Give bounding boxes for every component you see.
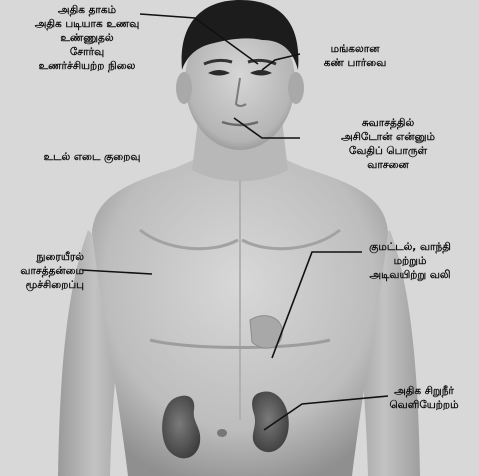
label-line: உடல் எடை குறைவு xyxy=(12,150,172,164)
label-line: சோர்வு xyxy=(6,45,168,59)
label-line: சுவாசத்தில் xyxy=(318,116,458,130)
label-line: வாசத்தன்மை xyxy=(0,264,84,278)
right-ear xyxy=(288,72,304,104)
left-ear xyxy=(176,72,192,104)
label-line: அதிக சிறுநீர் xyxy=(372,384,476,398)
label-line: மற்றும் xyxy=(346,254,474,268)
label-line: நுரையீரல் xyxy=(0,250,84,264)
label-nausea-vomiting-pain: குமட்டல், வாந்தி மற்றும் அடிவயிற்று வலி xyxy=(346,240,474,282)
label-line: வேதிப் பொருள் xyxy=(318,144,458,158)
label-line: மங்கலான xyxy=(300,42,410,56)
label-thirst-hunger-fatigue: அதிக தாகம் அதிக படியாக உணவு உண்ணுதல் சோர… xyxy=(6,3,168,73)
label-line: உண்ணுதல் xyxy=(6,31,168,45)
label-line: அதிக படியாக உணவு xyxy=(6,17,168,31)
label-line: உணர்ச்சியற்ற நிலை xyxy=(6,59,168,73)
label-line: அசிடோன் என்னும் xyxy=(318,130,458,144)
label-line: அடிவயிற்று வலி xyxy=(346,268,474,282)
label-blurred-vision: மங்கலான கண் பார்வை xyxy=(300,42,410,70)
label-frequent-urination: அதிக சிறுநீர் வெளியேற்றம் xyxy=(372,384,476,412)
label-line: குமட்டல், வாந்தி xyxy=(346,240,474,254)
label-line: வாசனை xyxy=(318,158,458,172)
label-acetone-breath: சுவாசத்தில் அசிடோன் என்னும் வேதிப் பொருள… xyxy=(318,116,458,172)
navel xyxy=(217,429,227,437)
label-line: வெளியேற்றம் xyxy=(372,398,476,412)
label-weight-loss: உடல் எடை குறைவு xyxy=(12,150,172,164)
label-line: மூச்சிறைப்பு xyxy=(0,278,84,292)
label-line: அதிக தாகம் xyxy=(6,3,168,17)
label-line: கண் பார்வை xyxy=(300,56,410,70)
label-lungs-breathing: நுரையீரல் வாசத்தன்மை மூச்சிறைப்பு xyxy=(0,250,84,292)
